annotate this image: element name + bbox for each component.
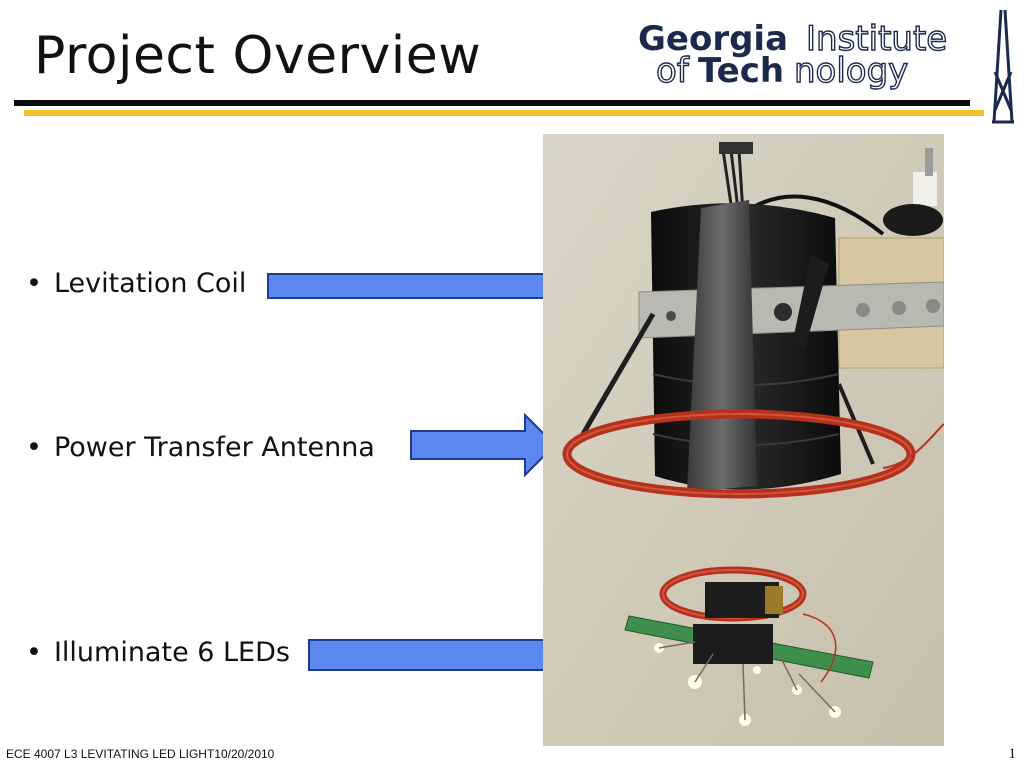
footer-text: ECE 4007 L3 LEVITATING LED LIGHT10/20/20… (6, 747, 275, 761)
bullet-dot: • (26, 268, 42, 299)
title-rule-gold (24, 110, 984, 116)
tower-emblem (992, 10, 1014, 124)
page-number: 1 (1008, 746, 1017, 762)
slide-title: Project Overview (34, 26, 482, 86)
bullet-text: Power Transfer Antenna (53, 432, 375, 463)
arrow-right-icon (410, 413, 557, 477)
georgia-tech-logo: Georgia Institute of Tech nology (638, 10, 1014, 124)
bullet-text: Illuminate 6 LEDs (53, 637, 290, 668)
logo-word-tech: Tech (698, 51, 784, 91)
bullet-illuminate-leds: • Illuminate 6 LEDs (26, 637, 290, 668)
bullet-levitation-coil: • Levitation Coil (26, 268, 246, 299)
logo-word-georgia: Georgia (638, 19, 788, 59)
levitating-led-photo (543, 134, 944, 746)
bullet-power-antenna: • Power Transfer Antenna (26, 432, 375, 463)
title-rule-black (14, 100, 970, 106)
logo-word-of: of (656, 51, 690, 91)
logo-word-nology: nology (794, 51, 908, 91)
logo-word-institute: Institute (806, 19, 947, 59)
bullet-dot: • (26, 432, 42, 463)
bullet-text: Levitation Coil (53, 268, 247, 299)
bullet-dot: • (26, 637, 42, 668)
